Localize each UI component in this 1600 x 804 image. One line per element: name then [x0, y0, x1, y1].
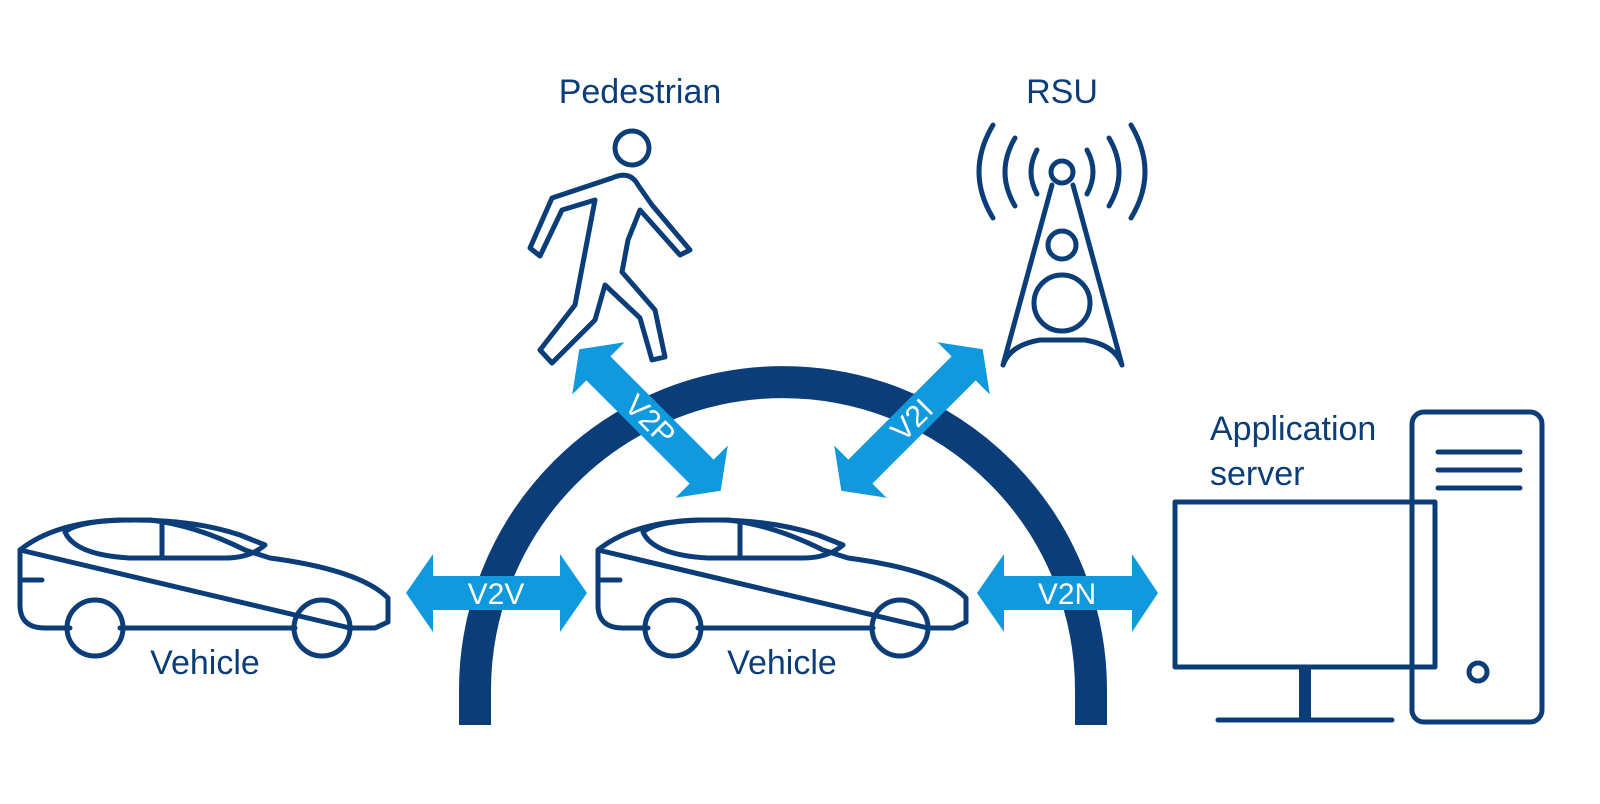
desktop-computer-icon	[1172, 409, 1545, 725]
network-arch	[459, 366, 1107, 725]
v2v-link-arrow: V2V	[406, 554, 587, 632]
rsu-label: RSU	[1026, 73, 1098, 111]
car-icon	[598, 520, 966, 656]
v2i-link-arrow: V2I	[834, 342, 990, 498]
car-icon	[20, 520, 388, 656]
v2n-label: V2N	[1038, 578, 1096, 611]
v2n-link-arrow: V2N	[977, 554, 1158, 632]
server-label-line2: server	[1210, 455, 1304, 493]
vehicle-center-label: Vehicle	[727, 644, 837, 682]
v2p-link-arrow: V2P	[572, 342, 728, 498]
pedestrian-label: Pedestrian	[559, 73, 722, 111]
server-label-line1: Application	[1210, 410, 1376, 448]
v2v-label: V2V	[468, 578, 525, 611]
radio-tower-icon	[976, 122, 1148, 368]
vehicle-left-label: Vehicle	[150, 644, 260, 682]
walking-person-icon	[527, 128, 693, 366]
